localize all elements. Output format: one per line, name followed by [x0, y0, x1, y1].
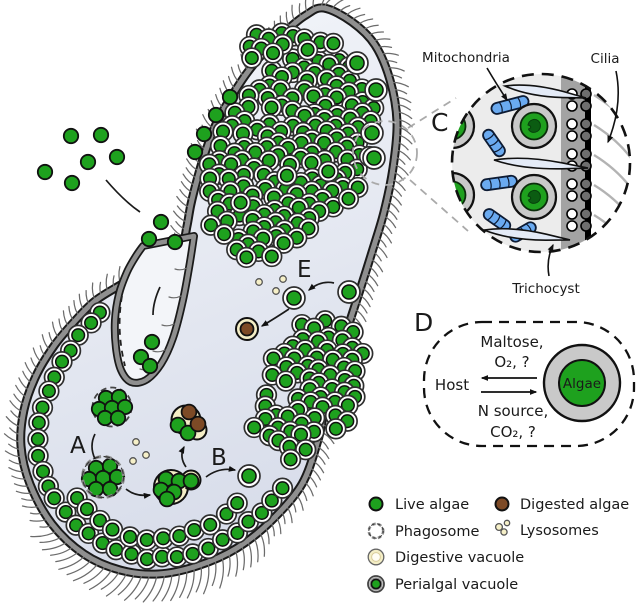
mitochondria-label: Mitochondria	[422, 50, 510, 66]
panel-d: D Maltose, O₂, ? Host N source, CO₂, ? A…	[414, 308, 636, 448]
live-algae-icon	[368, 496, 384, 512]
legend-label: Digested algae	[520, 497, 629, 513]
lysosomes-icon	[494, 519, 511, 536]
digested-algae-icon	[494, 496, 510, 512]
label-e: E	[297, 257, 312, 283]
exchange-top-2: O₂, ?	[494, 353, 529, 371]
inset-leader-arrows	[486, 67, 620, 277]
label-a: A	[70, 433, 86, 459]
inset-boundary	[450, 72, 632, 254]
escape-arrow-b	[205, 465, 237, 478]
host-outline	[422, 320, 636, 448]
legend-label: Lysosomes	[520, 523, 599, 539]
legend-label: Live algae	[395, 497, 469, 513]
algae-cell-in-vacuole	[510, 102, 558, 221]
label-c: C	[431, 108, 448, 137]
phagosome-to-vacuole-arrow	[125, 488, 152, 499]
cilia-label: Cilia	[591, 51, 620, 67]
label-d: D	[414, 308, 433, 337]
exchange-top-1: Maltose,	[480, 333, 543, 351]
digestion-arrow	[178, 445, 187, 468]
exchange-arrows	[480, 375, 538, 395]
label-b: B	[211, 445, 227, 471]
groove-arrow	[152, 286, 161, 316]
host-label: Host	[435, 376, 469, 394]
ingestion-arrow	[105, 179, 141, 213]
legend: Live algae Phagosome Digestive vacuole P…	[367, 496, 629, 593]
oral-groove-band	[112, 233, 197, 386]
algae-label: Algae	[563, 376, 601, 392]
arrow-e1	[308, 281, 335, 291]
exchange-bottom-2: CO₂, ?	[490, 423, 536, 441]
algae-symbol	[558, 359, 606, 407]
process-arrows	[91, 179, 335, 499]
phagosome-icon	[367, 522, 385, 540]
legend-label: Perialgal vacuole	[395, 577, 518, 593]
phagosome	[81, 455, 125, 499]
legend-label: Phagosome	[395, 524, 479, 540]
inset-c: C Mitochondria Cilia Trichocyst	[422, 50, 632, 297]
pellicle-band	[18, 5, 400, 577]
trichocyst-shapes	[480, 84, 589, 241]
zoom-indicator	[352, 97, 469, 232]
arrow-e2	[260, 308, 290, 327]
algae-mass	[27, 22, 385, 570]
legend-label: Digestive vacuole	[395, 550, 524, 566]
groove-dashed-membrane	[118, 295, 126, 367]
digestive-vacuole-icon	[367, 548, 385, 566]
trichocyst-label: Trichocyst	[511, 281, 580, 297]
label-a-arc	[91, 433, 96, 460]
vesicles	[36, 51, 388, 508]
perialgal-vacuole-icon	[367, 575, 385, 593]
exchange-bottom-1: N source,	[478, 402, 549, 420]
